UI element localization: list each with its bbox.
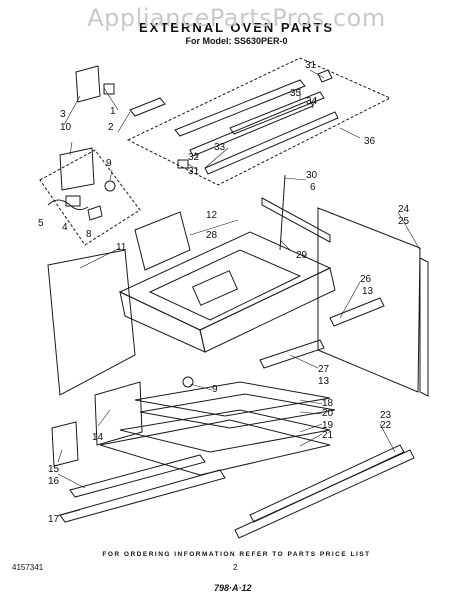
callout-29: 29 <box>296 250 308 261</box>
part-16-rail <box>69 454 206 498</box>
callout-33: 33 <box>214 142 226 153</box>
callout-23: 23 <box>380 410 392 421</box>
callout-32: 32 <box>188 152 200 163</box>
part-clip-31 <box>177 159 189 169</box>
part-15-cover <box>51 421 79 467</box>
callout-21: 21 <box>322 430 334 441</box>
callout-9: 9 <box>106 158 112 169</box>
part-23-rail <box>249 444 405 523</box>
left-parts-box <box>39 149 141 246</box>
date-code: 798·A·12 <box>214 583 252 593</box>
part-4-terminal <box>65 195 81 207</box>
callout-28: 28 <box>206 230 218 241</box>
part-30-rod <box>279 174 286 251</box>
part-22-rail <box>234 449 415 539</box>
callout-25: 25 <box>398 216 410 227</box>
callout-13-lower: 13 <box>318 376 330 387</box>
part-rail-35 <box>174 79 306 137</box>
callout-13-upper: 13 <box>362 286 374 297</box>
upper-parts-box <box>126 57 392 186</box>
callout-22: 22 <box>380 420 392 431</box>
callout-5: 5 <box>38 218 44 229</box>
callout-34: 34 <box>306 96 318 107</box>
callout-12: 12 <box>206 210 218 221</box>
oven-body-top <box>118 231 332 331</box>
callout-36: 36 <box>364 136 376 147</box>
part-bracket-31-top <box>317 69 333 83</box>
page-title: EXTERNAL OVEN PARTS <box>139 20 334 35</box>
callout-24: 24 <box>398 204 410 215</box>
oven-inner-cavity <box>148 249 302 321</box>
part-14-bracket <box>94 381 143 446</box>
part-12-vent <box>134 211 191 271</box>
part-24-door-panel <box>317 207 421 393</box>
callout-15: 15 <box>48 464 60 475</box>
callout-26: 26 <box>360 274 372 285</box>
callout-9-lower: 9 <box>212 384 218 395</box>
part-5-4-wire <box>47 199 89 211</box>
callout-4: 4 <box>62 222 68 233</box>
callout-6: 6 <box>310 182 316 193</box>
callout-11: 11 <box>116 242 127 253</box>
part-8-switch <box>87 205 103 221</box>
oven-body-right <box>199 267 336 353</box>
model-label: For Model: SS630PER-0 <box>185 36 288 46</box>
callout-27: 27 <box>318 364 330 375</box>
callout-16: 16 <box>48 476 60 487</box>
oven-side-panel-11 <box>47 249 136 396</box>
callout-30: 30 <box>306 170 318 181</box>
part-20-panel <box>139 393 336 429</box>
part-1 <box>75 65 101 103</box>
callout-2: 2 <box>108 122 114 133</box>
callout-10: 10 <box>60 122 72 133</box>
callout-1: 1 <box>110 106 116 117</box>
callout-19: 19 <box>322 420 334 431</box>
part-2-bracket <box>129 97 166 117</box>
callout-8: 8 <box>86 229 92 240</box>
document-number: 4157341 <box>12 563 44 572</box>
part-rail-33 <box>204 111 339 175</box>
callout-18: 18 <box>322 398 334 409</box>
part-6-rail <box>261 197 331 243</box>
part-25-seal <box>419 257 429 397</box>
part-9-grommet <box>104 180 116 192</box>
part-17-rail <box>59 469 226 523</box>
callout-3: 3 <box>60 109 66 120</box>
watermark: AppliancePartsPros.com <box>87 4 386 32</box>
part-19-panel <box>119 409 331 453</box>
oven-body-front <box>119 291 206 353</box>
ordering-note: FOR ORDERING INFORMATION REFER TO PARTS … <box>102 551 371 558</box>
callout-31-top: 31 <box>305 60 317 71</box>
callout-20: 20 <box>322 408 334 419</box>
part-26-bracket <box>329 297 385 327</box>
page-number: 2 <box>233 563 238 572</box>
callout-labels: 3 10 2 1 9 5 4 8 11 31 35 34 33 32 31 36… <box>38 60 410 525</box>
leader-lines <box>57 69 421 517</box>
part-21-panel <box>99 419 331 476</box>
part-3 <box>103 83 115 95</box>
part-9-bumper <box>182 376 194 388</box>
part-10-box <box>59 147 95 191</box>
callout-14: 14 <box>92 432 104 443</box>
callout-31: 31 <box>188 166 200 177</box>
callout-35: 35 <box>290 88 302 99</box>
oven-window <box>192 270 238 306</box>
callout-17: 17 <box>48 514 60 525</box>
part-27-trim <box>259 339 325 369</box>
